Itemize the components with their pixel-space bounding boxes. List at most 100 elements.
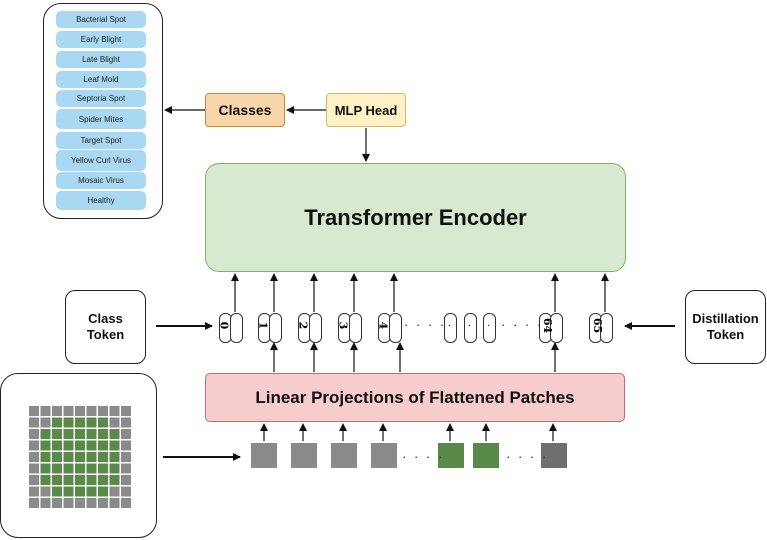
image-patch xyxy=(98,440,108,451)
image-patch xyxy=(121,498,131,508)
image-patch xyxy=(63,440,74,451)
image-patch xyxy=(52,440,62,451)
token-embedding-pill xyxy=(550,313,563,343)
image-patch xyxy=(98,429,108,439)
image-patch xyxy=(63,406,74,416)
linear-projection-box: Linear Projections of Flattened Patches xyxy=(205,373,625,422)
class-item: Mosaic Virus xyxy=(56,172,146,189)
class-item: Spider Mites xyxy=(56,109,146,129)
image-patch xyxy=(29,429,39,439)
image-patch xyxy=(121,429,131,439)
flattened-patch xyxy=(541,443,567,468)
image-patch xyxy=(98,463,108,474)
image-patch xyxy=(75,440,85,451)
image-patch xyxy=(40,440,51,451)
image-patch xyxy=(29,452,39,462)
image-patch xyxy=(40,429,51,439)
image-patch xyxy=(86,486,97,497)
image-patch xyxy=(40,475,51,485)
image-patch xyxy=(63,475,74,485)
class-item: Target Spot xyxy=(56,132,146,149)
class-item: Bacterial Spot xyxy=(56,11,146,28)
image-patch xyxy=(40,452,51,462)
token-dot: · xyxy=(487,320,491,331)
image-patch xyxy=(75,498,85,508)
image-patch xyxy=(86,406,97,416)
image-patch xyxy=(40,463,51,474)
image-patch xyxy=(86,463,97,474)
image-patch xyxy=(52,452,62,462)
transformer-encoder-box: Transformer Encoder xyxy=(205,163,626,272)
token-embedding-pill xyxy=(349,313,362,343)
image-patch xyxy=(63,498,74,508)
image-patch xyxy=(109,498,120,508)
class-token-box: Class Token xyxy=(65,290,146,364)
flattened-patch xyxy=(438,443,464,468)
image-patch xyxy=(29,463,39,474)
image-patch xyxy=(109,463,120,474)
image-patch xyxy=(29,475,39,485)
token-embedding-pill xyxy=(600,313,613,343)
image-patch xyxy=(86,498,97,508)
image-patch xyxy=(52,486,62,497)
image-patch xyxy=(63,452,74,462)
image-patch xyxy=(109,486,120,497)
image-patch xyxy=(109,452,120,462)
image-patch xyxy=(98,475,108,485)
image-patch xyxy=(52,498,62,508)
image-patch xyxy=(63,417,74,428)
image-patch xyxy=(121,463,131,474)
patch-ellipsis-2: · · · · xyxy=(506,449,549,464)
token-embedding-pill xyxy=(230,313,243,343)
image-patch xyxy=(121,486,131,497)
image-patch xyxy=(40,406,51,416)
class-item: Leaf Mold xyxy=(56,71,146,88)
token-embedding-pill xyxy=(483,313,496,343)
image-patch xyxy=(109,417,120,428)
image-patch xyxy=(52,429,62,439)
image-patch xyxy=(86,452,97,462)
image-patch xyxy=(98,452,108,462)
class-item: Late Blight xyxy=(56,51,146,68)
image-patch xyxy=(109,440,120,451)
image-patch xyxy=(52,475,62,485)
image-patch xyxy=(98,417,108,428)
token-embedding-pill xyxy=(464,313,477,343)
token-dot: · xyxy=(448,320,452,331)
token-embedding-pill xyxy=(309,313,322,343)
token-dot: · xyxy=(468,320,472,331)
classes-box: Classes xyxy=(205,93,285,127)
image-patch xyxy=(63,463,74,474)
image-patch xyxy=(75,406,85,416)
token-embedding-pill xyxy=(444,313,457,343)
image-patch xyxy=(29,440,39,451)
image-patch xyxy=(121,452,131,462)
image-patch xyxy=(52,417,62,428)
flattened-patch xyxy=(371,443,397,468)
image-patch xyxy=(29,486,39,497)
image-patch xyxy=(86,440,97,451)
image-patch xyxy=(29,417,39,428)
distillation-token-box: Distillation Token xyxy=(685,290,766,364)
input-image-panel xyxy=(0,373,157,538)
image-patch xyxy=(63,486,74,497)
image-patch xyxy=(40,498,51,508)
image-patch xyxy=(109,475,120,485)
image-patch xyxy=(121,475,131,485)
class-item: Septoria Spot xyxy=(56,90,146,107)
image-patch xyxy=(98,406,108,416)
image-patch xyxy=(75,463,85,474)
image-patch xyxy=(86,429,97,439)
flattened-patch xyxy=(473,443,499,468)
flattened-patch xyxy=(251,443,277,468)
class-item: Early Blight xyxy=(56,31,146,48)
flattened-patch xyxy=(291,443,317,468)
mlp-head-box: MLP Head xyxy=(326,93,406,127)
class-token-label: Class Token xyxy=(86,311,125,342)
image-patch xyxy=(86,417,97,428)
image-patch xyxy=(75,417,85,428)
distillation-token-label: Distillation Token xyxy=(692,311,759,342)
token-ellipsis-2: · · · · xyxy=(501,317,544,332)
image-patch xyxy=(86,475,97,485)
image-patch xyxy=(40,417,51,428)
